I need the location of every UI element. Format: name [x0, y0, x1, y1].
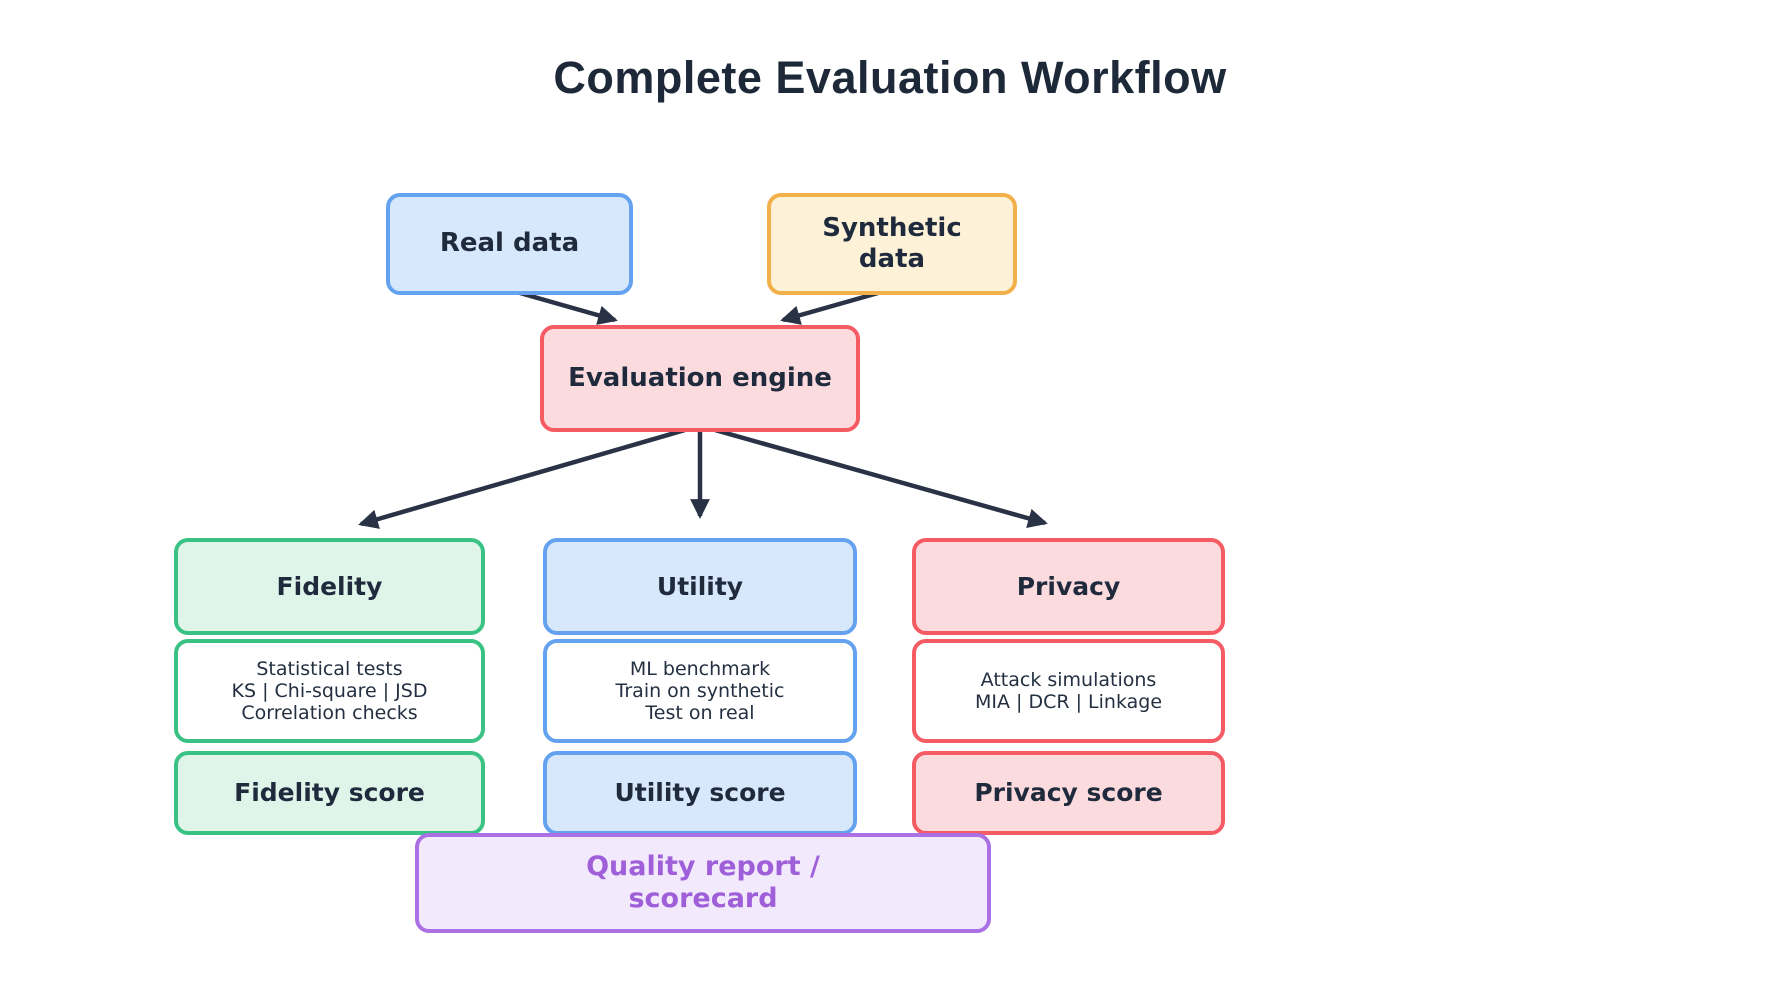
node-evaluation-engine-label: Evaluation engine: [568, 362, 832, 393]
node-quality-report-label-line2: scorecard: [628, 883, 778, 914]
node-privacy-header: Privacy: [912, 538, 1225, 635]
arrow-synthetic-to-engine: [780, 290, 879, 325]
arrow-engine-to-privacy: [714, 427, 1048, 528]
node-utility-header-label: Utility: [656, 571, 744, 601]
node-fidelity-header: Fidelity: [174, 538, 485, 635]
node-quality-report: Quality report / scorecard: [415, 833, 991, 933]
node-privacy-score-label: Privacy score: [974, 778, 1163, 807]
utility-detail-line: Train on synthetic: [615, 680, 785, 702]
node-evaluation-engine: Evaluation engine: [540, 325, 860, 432]
node-fidelity-details: Statistical tests KS | Chi-square | JSD …: [174, 639, 485, 743]
node-privacy-header-label: Privacy: [1016, 571, 1121, 601]
utility-detail-line: ML benchmark: [629, 658, 771, 680]
node-utility-header: Utility: [543, 538, 857, 635]
node-fidelity-score: Fidelity score: [174, 751, 485, 835]
node-real-data: Real data: [386, 193, 633, 295]
node-utility-score-label: Utility score: [614, 778, 786, 807]
node-privacy-details: Attack simulations MIA | DCR | Linkage: [912, 639, 1225, 743]
fidelity-detail-line: Correlation checks: [241, 702, 418, 724]
node-synthetic-data-label-line1: Synthetic: [822, 212, 962, 243]
arrow-real-to-engine: [519, 290, 618, 325]
node-fidelity-header-label: Fidelity: [276, 571, 383, 601]
privacy-detail-line: Attack simulations: [980, 669, 1157, 691]
fidelity-detail-line: Statistical tests: [256, 658, 403, 680]
node-synthetic-data: Synthetic data: [767, 193, 1017, 295]
node-fidelity-score-label: Fidelity score: [234, 778, 425, 807]
node-utility-details: ML benchmark Train on synthetic Test on …: [543, 639, 857, 743]
privacy-detail-line: MIA | DCR | Linkage: [974, 691, 1163, 713]
fidelity-detail-line: KS | Chi-square | JSD: [231, 680, 428, 702]
diagram-title: Complete Evaluation Workflow: [553, 52, 1227, 103]
arrow-engine-to-fidelity: [358, 427, 686, 529]
node-synthetic-data-label-line2: data: [858, 244, 926, 274]
utility-detail-line: Test on real: [645, 702, 755, 724]
node-utility-score: Utility score: [543, 751, 857, 835]
node-privacy-score: Privacy score: [912, 751, 1225, 835]
node-real-data-label: Real data: [439, 228, 580, 259]
node-quality-report-label-line1: Quality report /: [586, 850, 820, 882]
